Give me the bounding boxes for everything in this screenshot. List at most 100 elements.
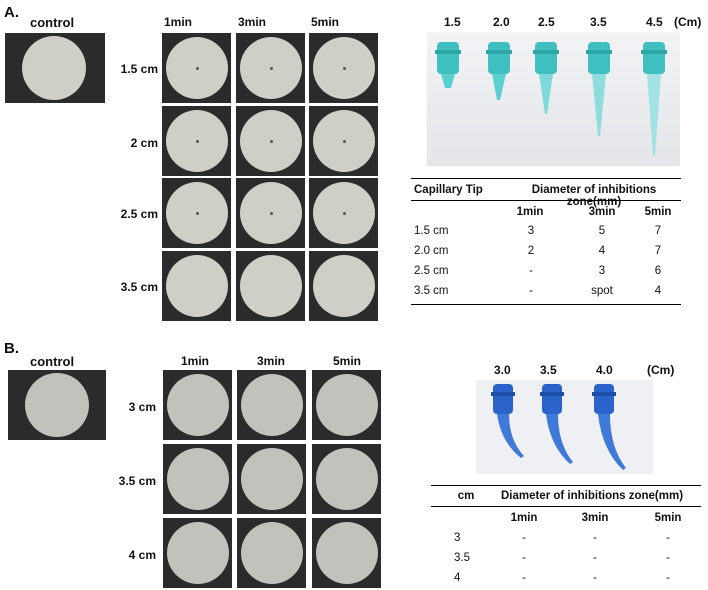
tip-1-5-icon	[435, 42, 461, 88]
table-a-cell: 3	[527, 225, 535, 237]
agar-disc	[240, 448, 303, 510]
plate-tile	[163, 518, 232, 588]
panel-b-header-5min: 5min	[333, 354, 362, 368]
agar-disc	[315, 374, 378, 436]
table-a-row-label: 1.5 cm	[414, 225, 449, 237]
panel-a-row-label: 1.5 cm	[120, 62, 158, 76]
table-b-cell: -	[522, 572, 526, 584]
panel-a-control-label: control	[30, 15, 75, 30]
panel-a-header-5min: 5min	[311, 15, 340, 29]
agar-disc	[315, 448, 378, 510]
table-a-cell: -	[529, 285, 533, 297]
table-b-cell: -	[593, 552, 597, 564]
table-a-top-rule	[411, 178, 681, 179]
panel-b-tip-label: 3.5	[540, 363, 557, 377]
inhibition-spot	[269, 140, 273, 143]
plate-tile	[162, 178, 231, 248]
panel-a-row-label: 3.5 cm	[120, 280, 158, 294]
table-a-col1-header: Capillary Tip	[414, 184, 483, 196]
table-a-cell: -	[529, 265, 533, 277]
tip-4-0-icon	[592, 384, 626, 470]
plate-tile	[309, 178, 378, 248]
table-b-sub-header: 1min	[510, 512, 538, 524]
inhibition-spot	[269, 212, 273, 215]
plate-tile	[162, 33, 231, 103]
tip-2-5-icon	[533, 42, 559, 114]
table-a-bottom-rule	[411, 304, 681, 305]
table-a-row-label: 3.5 cm	[414, 285, 449, 297]
panel-b-row-label: 4 cm	[128, 548, 156, 562]
inhibition-spot	[342, 140, 346, 143]
panel-b-tip-label: 3.0	[494, 363, 511, 377]
table-a-group-header: Diameter of inhibitions zone(mm)	[531, 184, 657, 208]
panel-a-row-label: 2 cm	[130, 136, 158, 150]
plate-tile	[237, 444, 306, 514]
table-a-cell: 5	[598, 225, 606, 237]
panel-a-tip-label: 1.5	[444, 15, 461, 29]
plate-tile	[163, 444, 232, 514]
table-a-sub-header: 3min	[588, 206, 616, 218]
table-a-cell: 4	[598, 245, 606, 257]
table-b-sub-header: 3min	[581, 512, 609, 524]
inhibition-spot	[342, 67, 346, 70]
table-a-cell: 6	[654, 265, 662, 277]
plate-tile	[309, 106, 378, 176]
table-a-cell: 7	[654, 245, 662, 257]
panel-b-header-1min: 1min	[181, 354, 210, 368]
table-b-sub-header: 5min	[654, 512, 682, 524]
table-a-cell: 2	[527, 245, 535, 257]
plate-tile	[312, 370, 381, 440]
plate-tile	[237, 518, 306, 588]
table-a-cell: 4	[654, 285, 662, 297]
table-b-cell: -	[666, 572, 670, 584]
agar-disc	[165, 255, 228, 317]
inhibition-spot	[195, 212, 199, 215]
agar-disc	[312, 255, 375, 317]
table-b-mid-rule	[431, 506, 701, 507]
table-a-cell: 7	[654, 225, 662, 237]
panel-b-control-label: control	[30, 354, 75, 369]
tip-4-5-icon	[641, 42, 667, 156]
panel-a-tip-label: 4.5	[646, 15, 663, 29]
agar-disc	[315, 522, 378, 584]
panel-a-tip-label: 2.0	[493, 15, 510, 29]
table-a-cell: spot	[591, 285, 613, 297]
plate-tile	[309, 33, 378, 103]
table-a-row-label: 2.5 cm	[414, 265, 449, 277]
panel-a-control-tile	[5, 33, 105, 103]
table-a-sub-header: 5min	[644, 206, 672, 218]
inhibition-spot	[195, 140, 199, 143]
panel-a-header-3min: 3min	[238, 15, 267, 29]
table-b-cell: -	[593, 532, 597, 544]
panel-b-letter: B.	[4, 340, 19, 357]
table-b-cell: -	[522, 532, 526, 544]
panel-b-tips-photo	[476, 380, 653, 474]
table-b-cell: -	[666, 532, 670, 544]
tip-2-0-icon	[486, 42, 512, 100]
panel-b-control-tile	[8, 370, 106, 440]
plate-tile	[236, 106, 305, 176]
plate-tile	[162, 106, 231, 176]
table-a-cell: 3	[598, 265, 606, 277]
table-b-row-label: 3.5	[454, 552, 470, 564]
panel-b-row-label: 3 cm	[128, 400, 156, 414]
panel-a-header-1min: 1min	[164, 15, 193, 29]
plate-tile	[162, 251, 231, 321]
inhibition-spot	[195, 67, 199, 70]
plate-tile	[236, 251, 305, 321]
table-a-sub-header: 1min	[516, 206, 544, 218]
panel-b-header-3min: 3min	[257, 354, 286, 368]
panel-a-row-label: 2.5 cm	[120, 207, 158, 221]
plate-tile	[312, 518, 381, 588]
agar-disc	[166, 374, 229, 436]
panel-b-tip-label: 4.0	[596, 363, 613, 377]
table-b-group-header: Diameter of inhibitions zone(mm)	[500, 490, 684, 502]
table-b-cell: -	[666, 552, 670, 564]
control-disc	[25, 373, 89, 437]
table-b-row-label: 3	[454, 532, 461, 544]
plate-tile	[312, 444, 381, 514]
tip-3-0-icon	[491, 384, 524, 458]
plate-tile	[236, 178, 305, 248]
panel-a-tip-label: 2.5	[538, 15, 555, 29]
inhibition-spot	[342, 212, 346, 215]
